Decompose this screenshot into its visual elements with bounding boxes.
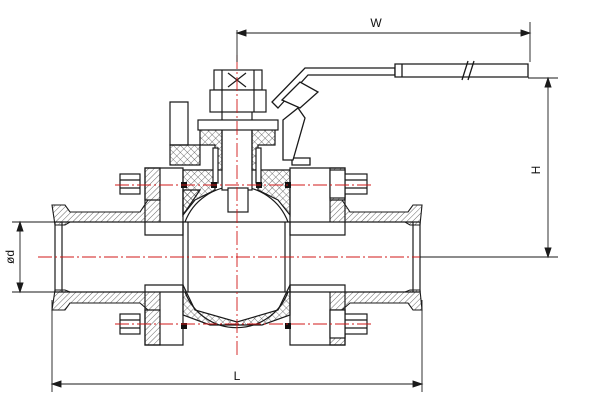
dimension-lines [12, 22, 558, 392]
gland-left [199, 127, 223, 171]
width-label: W [370, 16, 382, 30]
seal [285, 323, 291, 329]
stop-plate [197, 119, 279, 131]
seal [181, 323, 187, 329]
handle-lever [271, 67, 396, 166]
right-tube-wall [329, 199, 423, 311]
packing-left [212, 147, 219, 184]
center-body-section [182, 169, 291, 326]
centerlines [38, 55, 445, 355]
height-label: H [529, 166, 543, 175]
washer-upper-right [329, 169, 346, 199]
stem-assembly [197, 109, 279, 213]
nut-upper-right [344, 173, 368, 195]
left-tube-wall [51, 199, 161, 311]
stem-nut [209, 69, 267, 113]
lock-plate [169, 101, 201, 166]
stem-tang [227, 187, 249, 213]
handle-grip [394, 60, 529, 81]
length-label: L [234, 369, 241, 383]
diameter-label: ød [3, 250, 17, 264]
packing-right [255, 147, 262, 184]
bolt-head-upper-left [119, 173, 141, 195]
